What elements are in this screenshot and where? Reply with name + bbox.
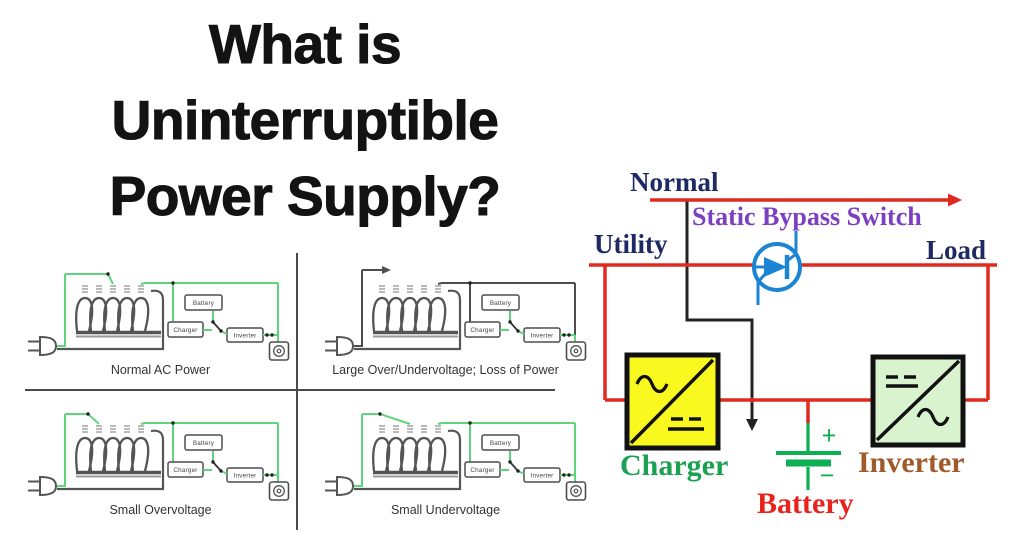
mini-charger-box-label: Charger bbox=[173, 327, 197, 334]
panel-caption: Large Over/Undervoltage; Loss of Power bbox=[332, 363, 559, 377]
mini-battery-box: Battery bbox=[184, 294, 223, 311]
coil-tap-marker bbox=[393, 425, 399, 433]
mini-inverter-box-label: Inverter bbox=[531, 332, 554, 339]
inverter-icon bbox=[870, 354, 966, 448]
static-bypass-switch-icon bbox=[752, 231, 802, 305]
plug-icon bbox=[325, 475, 355, 497]
outlet-icon bbox=[565, 341, 587, 361]
plug-icon bbox=[28, 335, 58, 357]
panel-divider-vertical bbox=[296, 253, 298, 530]
charger-icon bbox=[624, 352, 721, 451]
coil-tap-marker bbox=[138, 425, 144, 433]
normal-path-arrow bbox=[650, 193, 962, 207]
plug-icon bbox=[325, 335, 355, 357]
panel-caption: Normal AC Power bbox=[110, 363, 211, 377]
mini-inverter-box: Inverter bbox=[523, 467, 561, 483]
mini-battery-box-label: Battery bbox=[490, 440, 512, 447]
coil-tap-marker bbox=[110, 285, 116, 293]
coil-tap-marker bbox=[110, 425, 116, 433]
transformer-coil bbox=[75, 285, 161, 338]
coil-tap-marker bbox=[421, 425, 427, 433]
normal-path-label: Normal bbox=[630, 167, 719, 197]
utility-label: Utility bbox=[594, 229, 668, 259]
mini-battery-box: Battery bbox=[184, 434, 223, 451]
coil-tap-marker bbox=[435, 285, 441, 293]
coil-tap-marker bbox=[407, 285, 413, 293]
panel-caption: Small Overvoltage bbox=[109, 503, 212, 517]
coil-tap-marker bbox=[124, 425, 130, 433]
mini-inverter-box-label: Inverter bbox=[234, 332, 257, 339]
coil-tap-marker bbox=[82, 285, 88, 293]
title-line-2: Uninterruptible bbox=[111, 88, 499, 151]
transformer-coil bbox=[75, 425, 161, 478]
outlet-icon bbox=[565, 481, 587, 501]
load-label: Load bbox=[926, 235, 987, 265]
title-line-1: What is bbox=[208, 12, 402, 75]
coil-tap-marker bbox=[393, 285, 399, 293]
plug-icon bbox=[28, 475, 58, 497]
panel-divider-horizontal bbox=[25, 389, 555, 391]
static-bypass-switch-label: Static Bypass Switch bbox=[692, 202, 922, 231]
outlet-icon bbox=[268, 481, 290, 501]
mini-charger-box-label: Charger bbox=[470, 467, 494, 474]
transformer-coil bbox=[372, 285, 458, 338]
coil-tap-marker bbox=[379, 425, 385, 433]
coil-tap-marker bbox=[82, 425, 88, 433]
battery-plus-sign: + bbox=[822, 421, 837, 450]
coil-tap-marker bbox=[421, 285, 427, 293]
mini-charger-box-label: Charger bbox=[173, 467, 197, 474]
mini-charger-box-label: Charger bbox=[470, 327, 494, 334]
transformer-coil bbox=[372, 425, 458, 478]
page-title: What is Uninterruptible Power Supply? bbox=[15, 6, 595, 234]
mini-battery-box-label: Battery bbox=[193, 300, 215, 307]
coil-tap-marker bbox=[379, 285, 385, 293]
mini-battery-box-label: Battery bbox=[193, 440, 215, 447]
bypass-feed-arrow bbox=[685, 200, 758, 431]
coil-tap-marker bbox=[407, 425, 413, 433]
coil-tap-marker bbox=[124, 285, 130, 293]
coil-tap-marker bbox=[138, 285, 144, 293]
mini-battery-box-label: Battery bbox=[490, 300, 512, 307]
outlet-icon bbox=[268, 341, 290, 361]
mini-inverter-box-label: Inverter bbox=[531, 472, 554, 479]
battery-icon: +− bbox=[776, 421, 841, 490]
mini-battery-box: Battery bbox=[481, 434, 520, 451]
coil-tap-marker bbox=[96, 425, 102, 433]
inverter-label: Inverter bbox=[858, 446, 965, 479]
mini-battery-box: Battery bbox=[481, 294, 520, 311]
mini-charger-box: Charger bbox=[464, 321, 501, 338]
mini-inverter-box: Inverter bbox=[226, 327, 264, 343]
mini-inverter-box-label: Inverter bbox=[234, 472, 257, 479]
battery-minus-sign: − bbox=[820, 461, 835, 490]
coil-tap-marker bbox=[435, 425, 441, 433]
coil-tap-marker bbox=[96, 285, 102, 293]
title-line-3: Power Supply? bbox=[109, 164, 501, 227]
battery-label: Battery bbox=[757, 487, 854, 520]
panel-caption: Small Undervoltage bbox=[390, 503, 501, 517]
charger-label: Charger bbox=[620, 449, 729, 482]
